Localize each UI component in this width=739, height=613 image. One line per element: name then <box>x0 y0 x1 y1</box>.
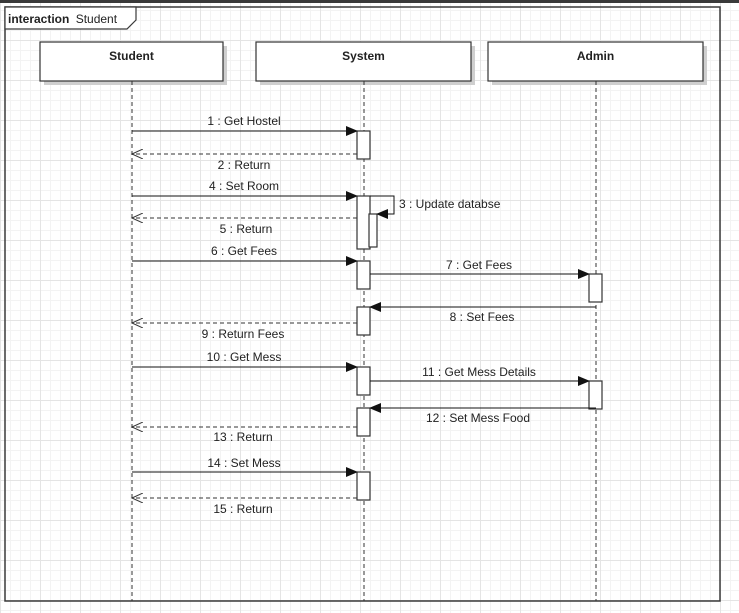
message-14[interactable]: 14 : Set Mess <box>132 456 358 477</box>
message-13[interactable]: 13 : Return <box>132 427 357 444</box>
lifeline-admin-label: Admin <box>577 49 614 63</box>
activation-admin-2[interactable] <box>588 380 603 410</box>
message-3[interactable]: 4 : Set Room <box>132 179 358 201</box>
frame-title: interaction Student <box>8 12 118 26</box>
message-1-label: 1 : Get Hostel <box>207 114 280 128</box>
message-6-label: 6 : Get Fees <box>211 244 277 258</box>
message-10-label: 10 : Get Mess <box>207 350 282 364</box>
activation-system-7[interactable] <box>356 471 371 501</box>
lifeline-student-label: Student <box>109 49 154 63</box>
message-12-label: 12 : Set Mess Food <box>426 411 530 425</box>
message-5[interactable]: 5 : Return <box>132 218 357 236</box>
message-7-label: 7 : Get Fees <box>446 258 512 272</box>
message-2-label: 2 : Return <box>218 158 271 172</box>
message-12[interactable]: 12 : Set Mess Food <box>369 403 596 425</box>
activation-system-4[interactable] <box>356 306 371 336</box>
activation-admin-1[interactable] <box>588 273 603 303</box>
activation-bars <box>356 130 603 501</box>
message-5-label: 5 : Return <box>220 222 273 236</box>
message-10[interactable]: 10 : Get Mess <box>132 350 358 372</box>
message-8-label: 8 : Set Fees <box>450 310 515 324</box>
message-6[interactable]: 6 : Get Fees <box>132 244 358 266</box>
activation-system-1[interactable] <box>356 130 371 160</box>
message-11[interactable]: 11 : Get Mess Details <box>370 365 590 386</box>
frame-keyword: interaction <box>8 12 69 26</box>
activation-system-2[interactable] <box>356 195 371 250</box>
frame-name: Student <box>76 12 118 26</box>
message-3-label: 4 : Set Room <box>209 179 279 193</box>
message-8[interactable]: 8 : Set Fees <box>369 302 596 324</box>
lifeline-system-label: System <box>342 49 385 63</box>
interaction-frame: interaction Student <box>4 6 721 602</box>
lifeline-admin[interactable]: Admin <box>487 41 707 601</box>
activation-system-5[interactable] <box>356 366 371 396</box>
message-15[interactable]: 15 : Return <box>132 498 357 516</box>
activation-system-self[interactable] <box>368 213 378 248</box>
lifeline-student[interactable]: Student <box>39 41 227 601</box>
message-9[interactable]: 9 : Return Fees <box>132 323 357 341</box>
message-1[interactable]: 1 : Get Hostel <box>132 114 358 136</box>
message-9-label: 9 : Return Fees <box>202 327 285 341</box>
message-7[interactable]: 7 : Get Fees <box>370 258 590 279</box>
lifeline-system[interactable]: System <box>255 41 475 601</box>
message-2[interactable]: 2 : Return <box>132 154 357 172</box>
message-11-label: 11 : Get Mess Details <box>422 365 536 379</box>
window-top-bar <box>0 0 739 3</box>
message-4-self[interactable]: 3 : Update databse <box>370 195 501 219</box>
activation-system-6[interactable] <box>356 407 371 437</box>
message-14-label: 14 : Set Mess <box>207 456 280 470</box>
message-13-label: 13 : Return <box>213 430 272 444</box>
message-4-label: 3 : Update databse <box>399 197 501 211</box>
activation-system-3[interactable] <box>356 260 371 290</box>
message-15-label: 15 : Return <box>213 502 272 516</box>
